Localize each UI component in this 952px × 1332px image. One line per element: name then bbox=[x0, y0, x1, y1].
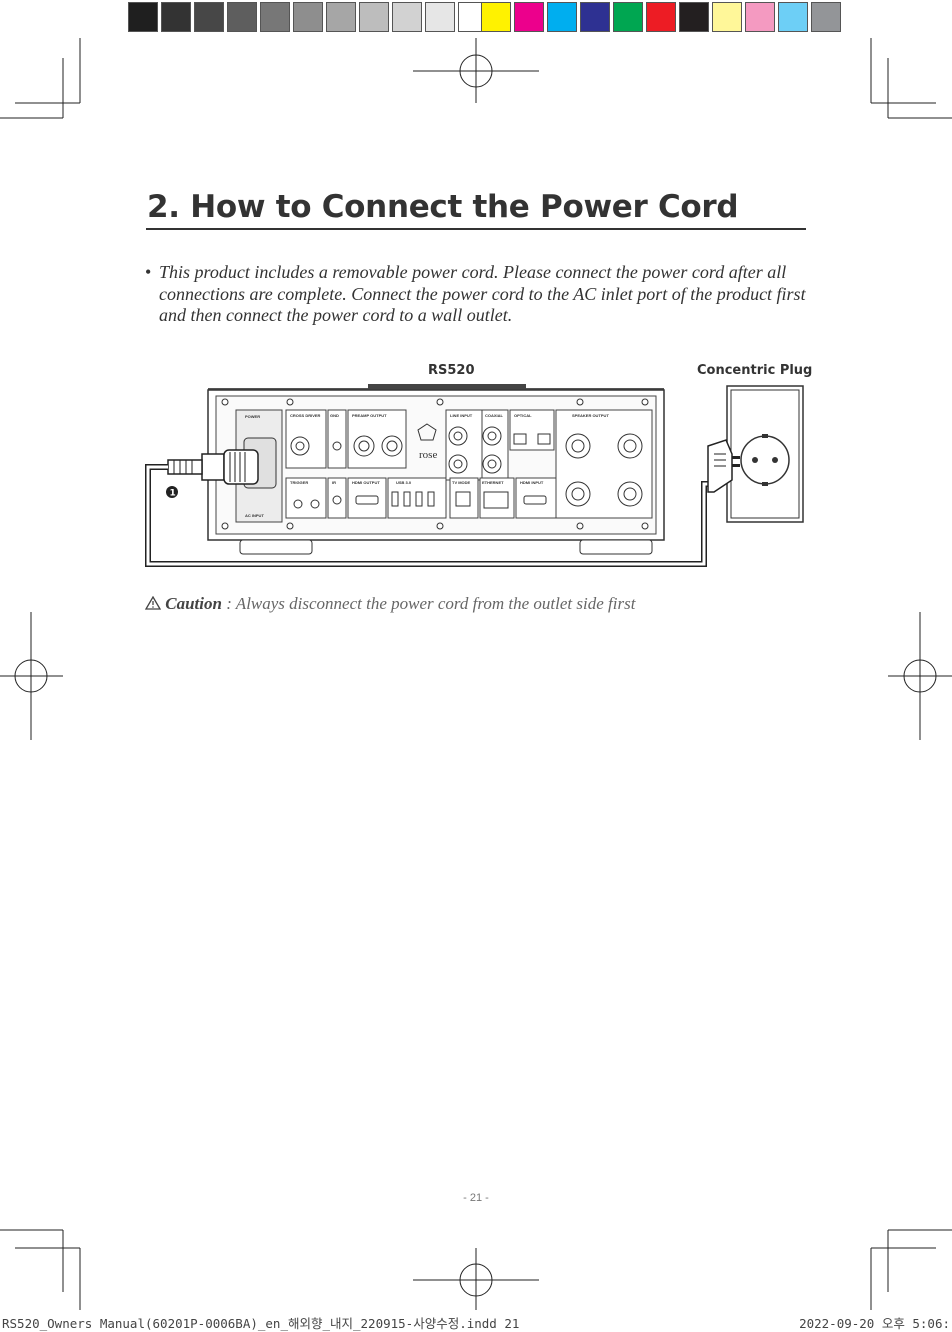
warning-triangle-icon bbox=[144, 595, 162, 610]
connection-diagram: POWER AC INPUT CROSS DRIVER GND PREAMP O… bbox=[145, 384, 804, 567]
caution-text: : Always disconnect the power cord from … bbox=[221, 594, 636, 613]
panel-label-preamp: PREAMP OUTPUT bbox=[352, 413, 387, 418]
panel-label-coaxial: COAXIAL bbox=[485, 413, 504, 418]
gray-swatch bbox=[326, 2, 356, 32]
section-title: 2. How to Connect the Power Cord bbox=[147, 189, 739, 225]
gray-swatch bbox=[227, 2, 257, 32]
color-swatch bbox=[580, 2, 610, 32]
color-swatch bbox=[679, 2, 709, 32]
plug-label: Concentric Plug bbox=[697, 363, 813, 378]
gray-swatch bbox=[128, 2, 158, 32]
panel-label-hdmi-output: HDMI OUTPUT bbox=[352, 480, 380, 485]
gray-swatch bbox=[194, 2, 224, 32]
panel-label-ir: IR bbox=[332, 480, 336, 485]
svg-text:1: 1 bbox=[170, 489, 176, 499]
color-swatch bbox=[811, 2, 841, 32]
panel-label-optical: OPTICAL bbox=[514, 413, 532, 418]
title-underline bbox=[146, 228, 806, 230]
instruction-text: This product includes a removable power … bbox=[159, 262, 806, 325]
color-swatch bbox=[745, 2, 775, 32]
concentric-plug bbox=[707, 439, 740, 493]
footer-timestamp: 2022-09-20 오후 5:06: bbox=[799, 1316, 950, 1331]
panel-label-usb: USB 3.0 bbox=[396, 480, 412, 485]
color-bar bbox=[481, 2, 844, 32]
panel-label-speaker: SPEAKER OUTPUT bbox=[572, 413, 609, 418]
page-number: - 21 - bbox=[463, 1192, 489, 1204]
gray-swatch bbox=[392, 2, 422, 32]
panel-label-cross-driver: CROSS DRIVER bbox=[290, 413, 321, 418]
panel-label-trigger: TRIGGER bbox=[290, 480, 308, 485]
rose-logo: rose bbox=[417, 423, 437, 461]
panel-label-ac-input: AC INPUT bbox=[245, 513, 264, 518]
color-swatch bbox=[481, 2, 511, 32]
step-1-marker: 1 bbox=[166, 486, 178, 499]
panel-label-gnd: GND bbox=[330, 413, 339, 418]
gray-swatch bbox=[359, 2, 389, 32]
gray-swatch bbox=[260, 2, 290, 32]
panel-label-hdmi-input: HDMI INPUT bbox=[520, 480, 544, 485]
bullet-marker: • bbox=[145, 262, 152, 282]
gray-swatch bbox=[161, 2, 191, 32]
panel-label-power: POWER bbox=[245, 414, 260, 419]
color-swatch bbox=[547, 2, 577, 32]
iec-power-plug bbox=[167, 449, 259, 485]
panel-label-tv-mode: TV MODE bbox=[452, 480, 471, 485]
caution-note: Caution : Always disconnect the power co… bbox=[144, 594, 636, 614]
panel-label-ethernet: ETHERNET bbox=[482, 480, 504, 485]
color-swatch bbox=[613, 2, 643, 32]
svg-text:rose: rose bbox=[419, 449, 437, 461]
color-swatch bbox=[514, 2, 544, 32]
footer-file-name: RS520_Owners Manual(60201P-0006BA)_en_해외… bbox=[2, 1316, 520, 1331]
gray-color-bar bbox=[128, 2, 491, 32]
gray-swatch bbox=[293, 2, 323, 32]
panel-label-line-input: LINE INPUT bbox=[450, 413, 473, 418]
color-swatch bbox=[778, 2, 808, 32]
color-swatch bbox=[712, 2, 742, 32]
gray-swatch bbox=[425, 2, 455, 32]
device-label: RS520 bbox=[428, 363, 475, 378]
caution-label: Caution bbox=[165, 594, 222, 613]
color-swatch bbox=[646, 2, 676, 32]
wall-outlet bbox=[726, 385, 804, 523]
